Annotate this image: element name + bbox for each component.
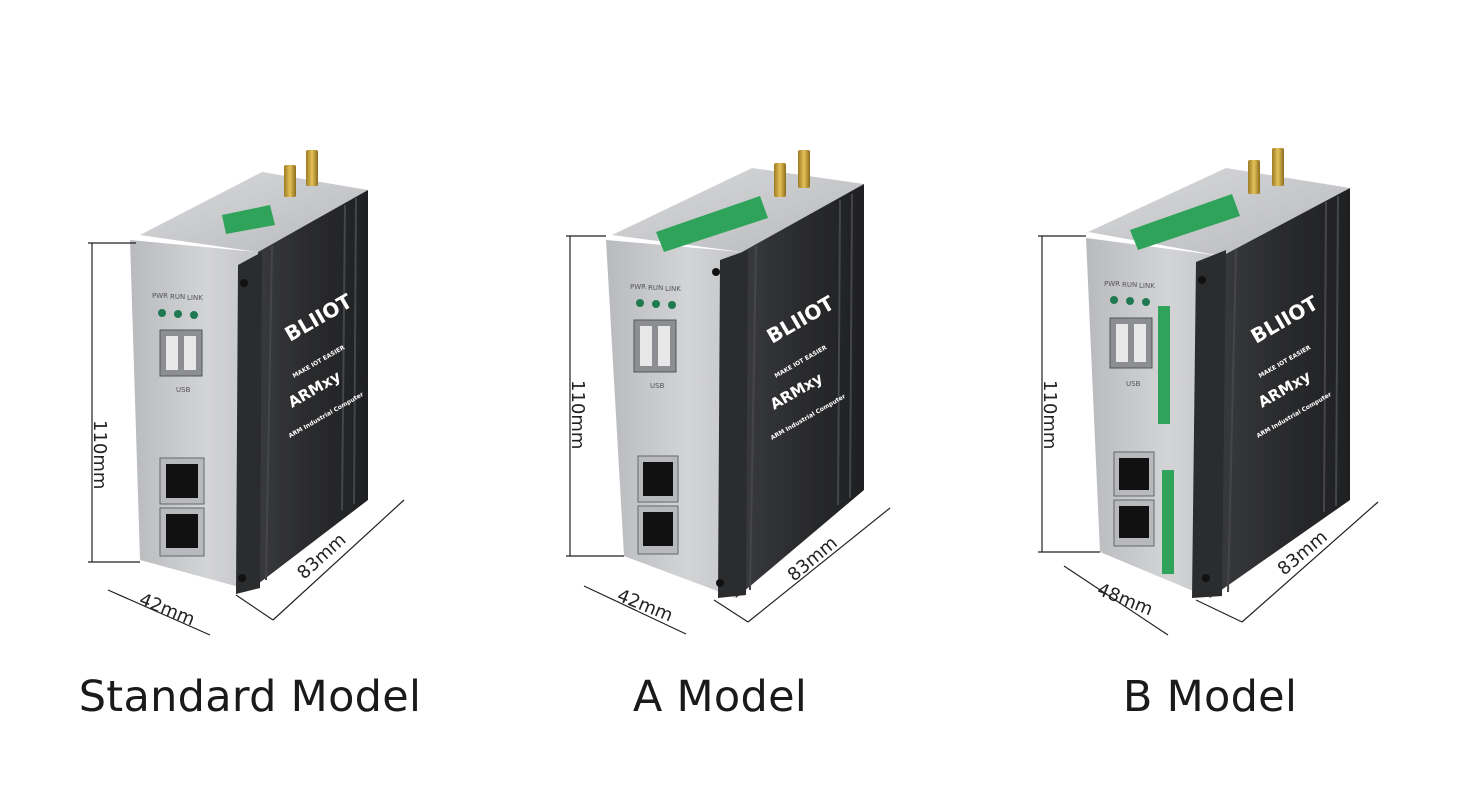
screw-icon <box>238 574 246 582</box>
rj45-jack <box>643 462 673 496</box>
height-dimension: 110mm <box>1039 380 1060 449</box>
model-caption-b: B Model <box>1122 672 1298 722</box>
usb-slot <box>166 336 178 370</box>
heatsink-fins <box>265 197 357 581</box>
led-label-run: RUN <box>1122 281 1137 289</box>
usb-slot <box>1116 324 1128 362</box>
led-label-pwr: PWR <box>630 283 646 291</box>
device-b-model: PWR RUN LINK USB BLIIOT MAKE IOT EASIER … <box>1038 148 1379 636</box>
dimension-lines <box>1038 235 1379 636</box>
rj45-jack <box>643 512 673 546</box>
model-caption-a: A Model <box>632 672 808 722</box>
antenna-connector <box>306 150 318 186</box>
antenna-connector <box>284 165 296 197</box>
dimension-lines <box>566 235 891 635</box>
screw-icon <box>240 279 248 287</box>
screw-icon <box>712 268 720 276</box>
led-label-pwr: PWR <box>1104 280 1120 288</box>
height-dimension: 110mm <box>567 380 588 449</box>
usb-slot <box>658 326 670 366</box>
rj45-jack <box>1119 506 1149 538</box>
antenna-connector <box>1248 160 1260 194</box>
led-run-icon <box>1126 297 1134 305</box>
led-label-pwr: PWR <box>152 292 168 300</box>
terminal-strip <box>1162 470 1174 574</box>
terminal-block <box>1130 194 1240 250</box>
antenna-connector <box>798 150 810 188</box>
model-caption-standard: Standard Model <box>78 672 422 722</box>
front-bezel <box>718 250 748 598</box>
led-label-link: LINK <box>1139 282 1155 290</box>
led-run-icon <box>652 300 660 308</box>
led-label-run: RUN <box>648 284 663 292</box>
screw-icon <box>1202 574 1210 582</box>
device-standard-model: PWR RUN LINK USB BLIIOT MAKE IOT EASIER … <box>88 150 405 636</box>
led-run-icon <box>174 310 182 318</box>
led-label-link: LINK <box>665 285 681 293</box>
led-label-run: RUN <box>170 293 185 301</box>
terminal-block <box>656 196 768 252</box>
led-link-icon <box>190 311 198 319</box>
screw-icon <box>1198 276 1206 284</box>
antenna-connector <box>1272 148 1284 186</box>
led-pwr-icon <box>636 299 644 307</box>
antenna-connector <box>774 163 786 197</box>
rj45-jack <box>166 514 198 548</box>
rj45-jack <box>1119 458 1149 490</box>
width-dimension: 42mm <box>614 585 676 626</box>
usb-label: USB <box>650 382 665 390</box>
width-dimension: 48mm <box>1094 579 1156 620</box>
usb-label: USB <box>176 386 191 394</box>
width-dimension: 42mm <box>136 589 198 630</box>
led-link-icon <box>1142 298 1150 306</box>
led-link-icon <box>668 301 676 309</box>
heatsink <box>736 184 864 598</box>
terminal-block <box>222 205 275 234</box>
front-bezel <box>236 252 262 594</box>
heatsink <box>1210 188 1350 598</box>
device-a-model: PWR RUN LINK USB BLIIOT MAKE IOT EASIER … <box>566 150 891 635</box>
heatsink <box>250 190 368 590</box>
screw-icon <box>716 579 724 587</box>
usb-slot <box>1134 324 1146 362</box>
terminal-strip <box>1158 306 1170 424</box>
height-dimension: 110mm <box>89 420 110 489</box>
heatsink-fins <box>749 193 853 591</box>
led-pwr-icon <box>158 309 166 317</box>
led-label-link: LINK <box>187 294 203 302</box>
usb-label: USB <box>1126 380 1141 388</box>
usb-slot <box>184 336 196 370</box>
heatsink-fins <box>1227 195 1339 593</box>
rj45-jack <box>166 464 198 498</box>
front-bezel <box>1192 250 1226 598</box>
led-pwr-icon <box>1110 296 1118 304</box>
dimension-lines <box>88 242 405 636</box>
usb-slot <box>640 326 652 366</box>
